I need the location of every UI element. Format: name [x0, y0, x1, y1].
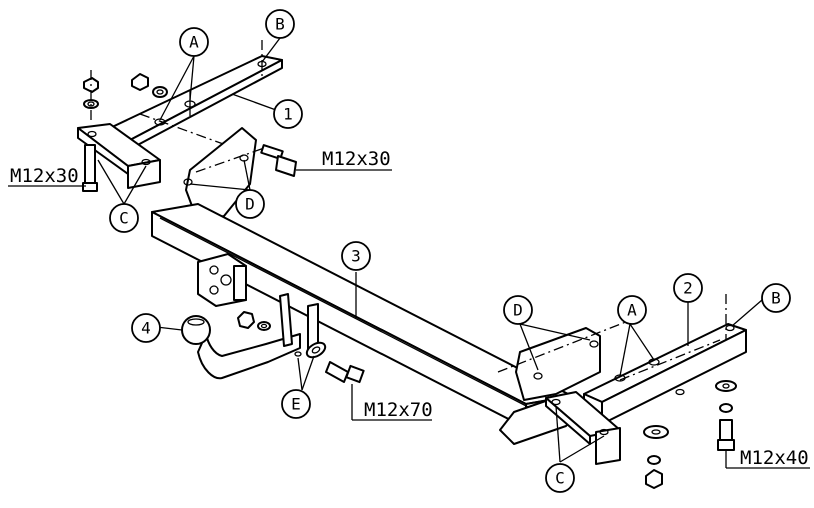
callout-b-top-label: B: [275, 15, 285, 34]
callout-a-right-label: A: [627, 301, 637, 320]
callout-c-left-label: C: [119, 209, 129, 228]
callout-part-4-label: 4: [141, 319, 151, 338]
bracket-part-1: [77, 40, 283, 192]
right-vertical-bolt-label: M12x40: [740, 447, 809, 469]
callout-b-right: B: [761, 283, 791, 313]
callout-d-right: D: [503, 295, 533, 325]
callout-part-2-label: 2: [683, 279, 693, 298]
callout-b-top: B: [265, 9, 295, 39]
callout-part-3: 3: [341, 241, 371, 271]
callout-c-right: C: [545, 463, 575, 493]
callout-part-1: 1: [273, 99, 303, 129]
callout-part-3-label: 3: [351, 247, 361, 266]
callout-part-1-label: 1: [283, 105, 293, 124]
socket-plate: [197, 253, 247, 307]
callout-d-right-label: D: [513, 301, 523, 320]
callout-c-right-label: C: [555, 469, 565, 488]
bolt-spec-labels: M12x30 M12x30 M12x70 M12x40: [10, 148, 809, 469]
callout-c-left: C: [109, 203, 139, 233]
callout-d-top: D: [235, 189, 265, 219]
upper-bolt-label: M12x30: [322, 148, 391, 170]
callout-a-right: A: [617, 295, 647, 325]
ball-mount-bolt-label: M12x70: [364, 399, 433, 421]
callout-part-2: 2: [673, 273, 703, 303]
callout-b-right-label: B: [771, 289, 781, 308]
callout-part-4: 4: [131, 313, 161, 343]
callout-e: E: [281, 389, 311, 419]
upper-bolt: [260, 144, 392, 177]
callout-a-top: A: [179, 27, 209, 57]
left-vertical-bolt-label: M12x30: [10, 165, 79, 187]
leader-lines: [97, 37, 763, 463]
callout-e-label: E: [291, 395, 301, 414]
callout-a-top-label: A: [189, 33, 199, 52]
bracket-part-2: [545, 294, 810, 489]
callout-d-top-label: D: [245, 195, 255, 214]
